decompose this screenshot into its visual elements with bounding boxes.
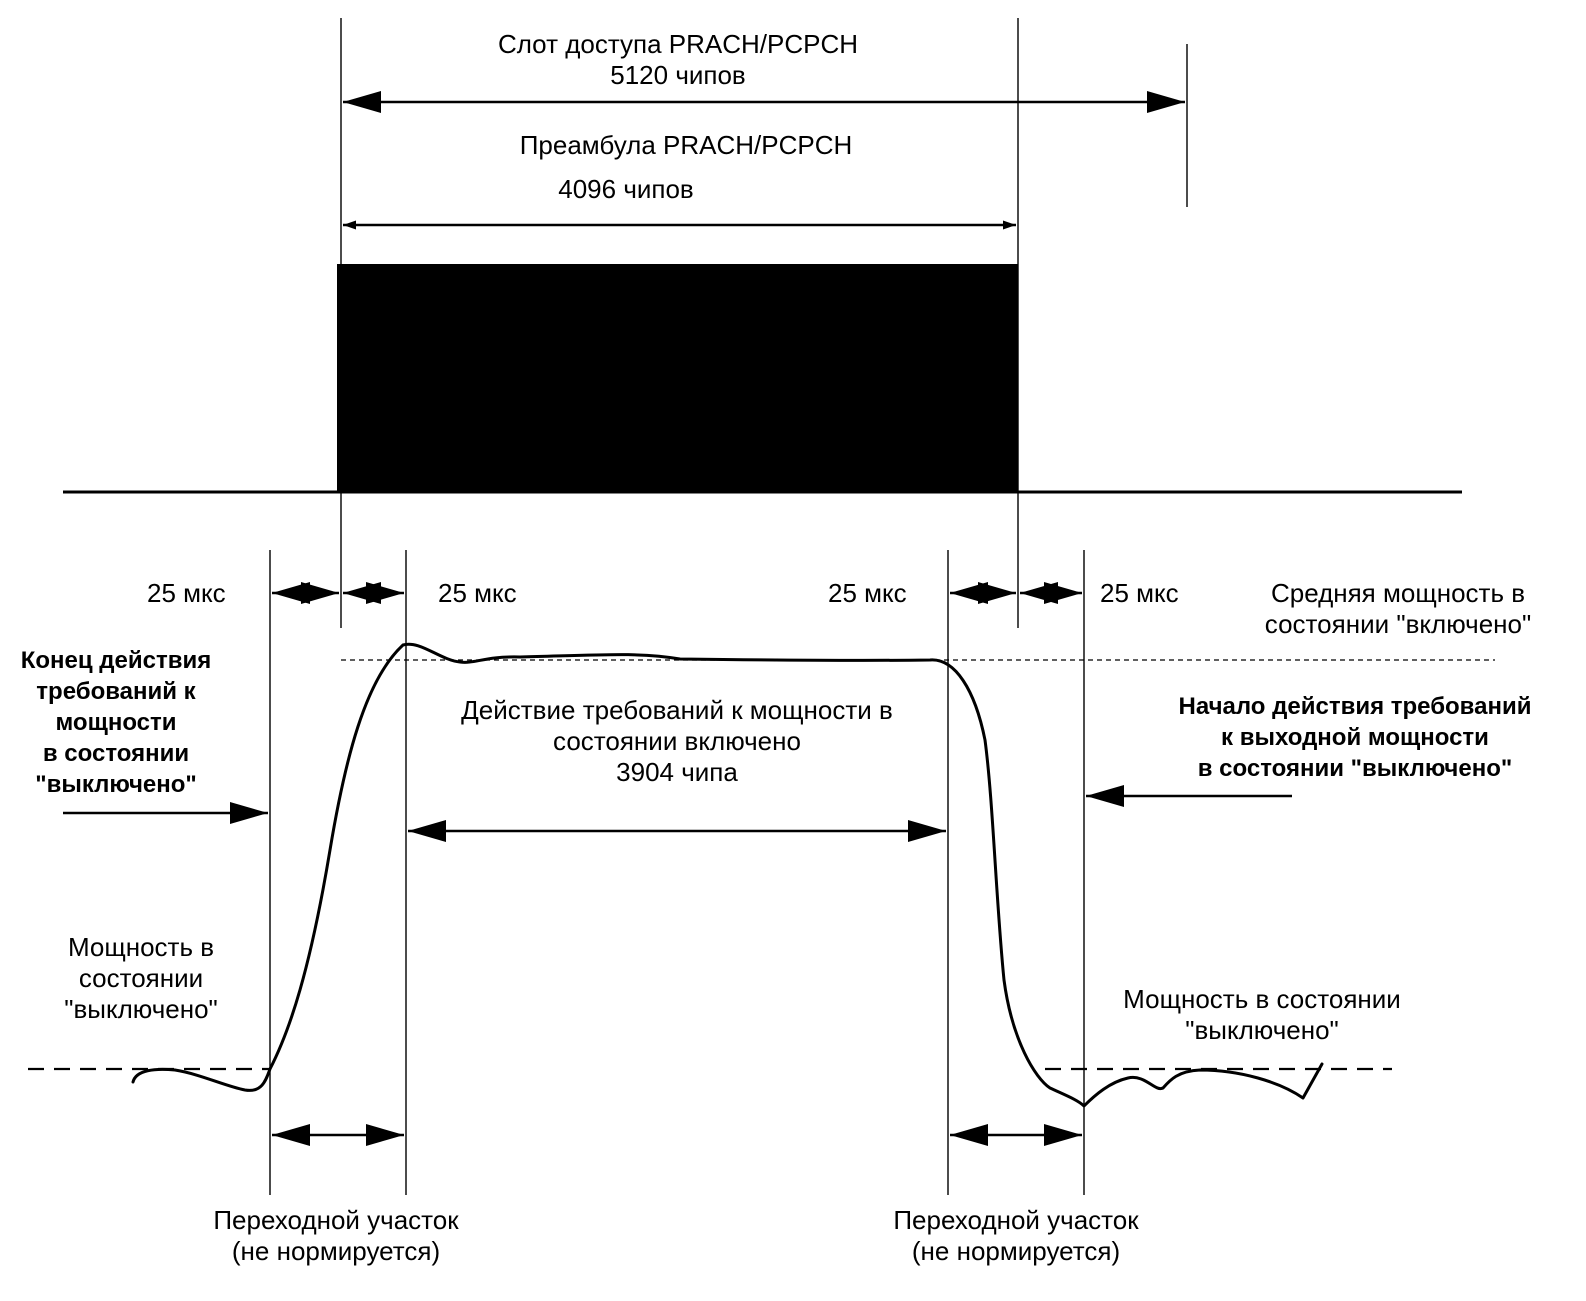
on-req-line2: состоянии включено [553,726,801,756]
avg-power-label: Средняя мощность в состоянии "включено" [1265,578,1531,640]
power-waveform [131,642,1324,1108]
transition-left-line1: Переходной участок [213,1205,459,1235]
interval-label-1: 25 мкс [147,578,226,608]
interval-label-4: 25 мкс [1100,578,1179,608]
transition-right-line2: (не нормируется) [911,1236,1121,1266]
on-req-line1: Действие требований к мощности в [461,695,893,725]
off-power-left-line1: Мощность в [67,932,215,962]
slot-length: 5120 чипов [610,60,746,90]
slot-title: Слот доступа PRACH/PCPCH [497,29,859,59]
off-start-line3: в состоянии "выключено" [1197,755,1513,782]
avg-power-line2: состоянии "включено" [1264,609,1532,639]
off-end-line2: требований к [36,678,196,705]
off-start-label: Начало действия требований к выходной мо… [1179,691,1532,784]
preamble-block [337,264,1018,492]
off-power-right-line2: "выключено" [1185,1015,1339,1045]
off-end-label: Конец действия требований к мощности в с… [21,645,212,800]
preamble-title: Преамбула PRACH/PCPCH [519,130,853,160]
slot-label: Слот доступа PRACH/PCPCH 5120 чипов [498,29,858,91]
transition-right-label: Переходной участок (не нормируется) [893,1205,1138,1267]
on-req-line3: 3904 чипа [616,757,738,787]
off-end-line1: Конец действия [20,647,212,674]
transition-left-line2: (не нормируется) [231,1236,441,1266]
off-power-right-line1: Мощность в состоянии [1123,984,1401,1014]
off-power-left-line2: состоянии [78,963,204,993]
interval-label-2: 25 мкс [438,578,517,608]
off-power-left-label: Мощность в состоянии "выключено" [64,932,218,1025]
off-end-line5: "выключено" [35,771,197,798]
off-power-right-label: Мощность в состоянии "выключено" [1123,984,1401,1046]
off-start-line1: Начало действия требований [1178,693,1532,720]
transition-right-line1: Переходной участок [893,1205,1139,1235]
preamble-label: Преамбула PRACH/PCPCH [520,130,853,161]
preamble-length: 4096 чипов [558,174,694,204]
transition-left-label: Переходной участок (не нормируется) [213,1205,458,1267]
avg-power-line1: Средняя мощность в [1270,578,1526,608]
off-power-left-line3: "выключено" [64,994,218,1024]
off-end-line4: в состоянии [42,740,190,767]
interval-label-3: 25 мкс [828,578,907,608]
off-end-line3: мощности [55,709,177,736]
on-req-label: Действие требований к мощности в состоян… [461,695,893,788]
off-start-line2: к выходной мощности [1221,724,1489,751]
